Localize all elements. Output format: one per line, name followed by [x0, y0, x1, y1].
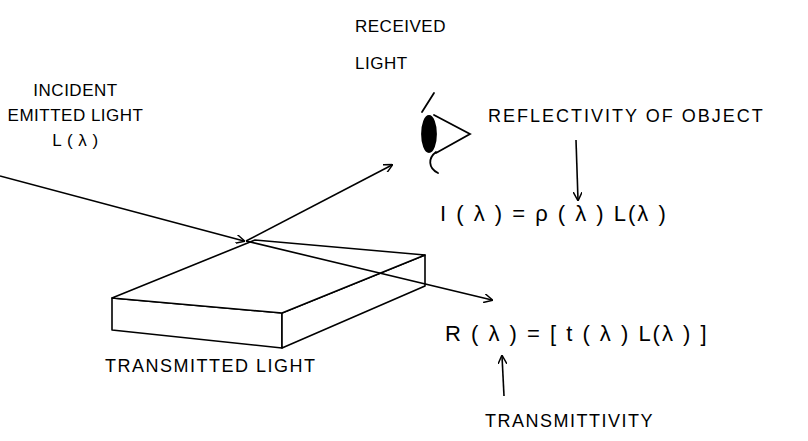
transmitted-ray [246, 241, 492, 300]
transmittivity-pointer [502, 356, 504, 396]
eye-symbol [422, 93, 470, 173]
incident-light-label: INCIDENT EMITTED LIGHT L ( λ ) [3, 78, 148, 153]
reflection-equation: I ( λ ) = ρ ( λ ) L(λ ) [440, 201, 668, 227]
slab-top-face [112, 240, 425, 313]
eye-leader [430, 152, 438, 173]
eye-lid [434, 115, 470, 153]
reflected-ray [246, 165, 392, 241]
reflectivity-pointer [576, 140, 578, 200]
received-light-label: RECEIVED LIGHT [355, 8, 467, 82]
transmission-equation: R ( λ ) = [ t ( λ ) L(λ ) ] [445, 321, 709, 347]
reflectivity-label: REFLECTIVITY OF OBJECT [488, 106, 765, 128]
eye-brow [422, 93, 434, 112]
object-slab [112, 240, 425, 348]
eye-pupil [422, 116, 436, 152]
transmitted-light-label: TRANSMITTED LIGHT [105, 356, 317, 378]
transmittivity-label: TRANSMITTIVITY [485, 411, 654, 433]
incident-ray [0, 176, 244, 241]
